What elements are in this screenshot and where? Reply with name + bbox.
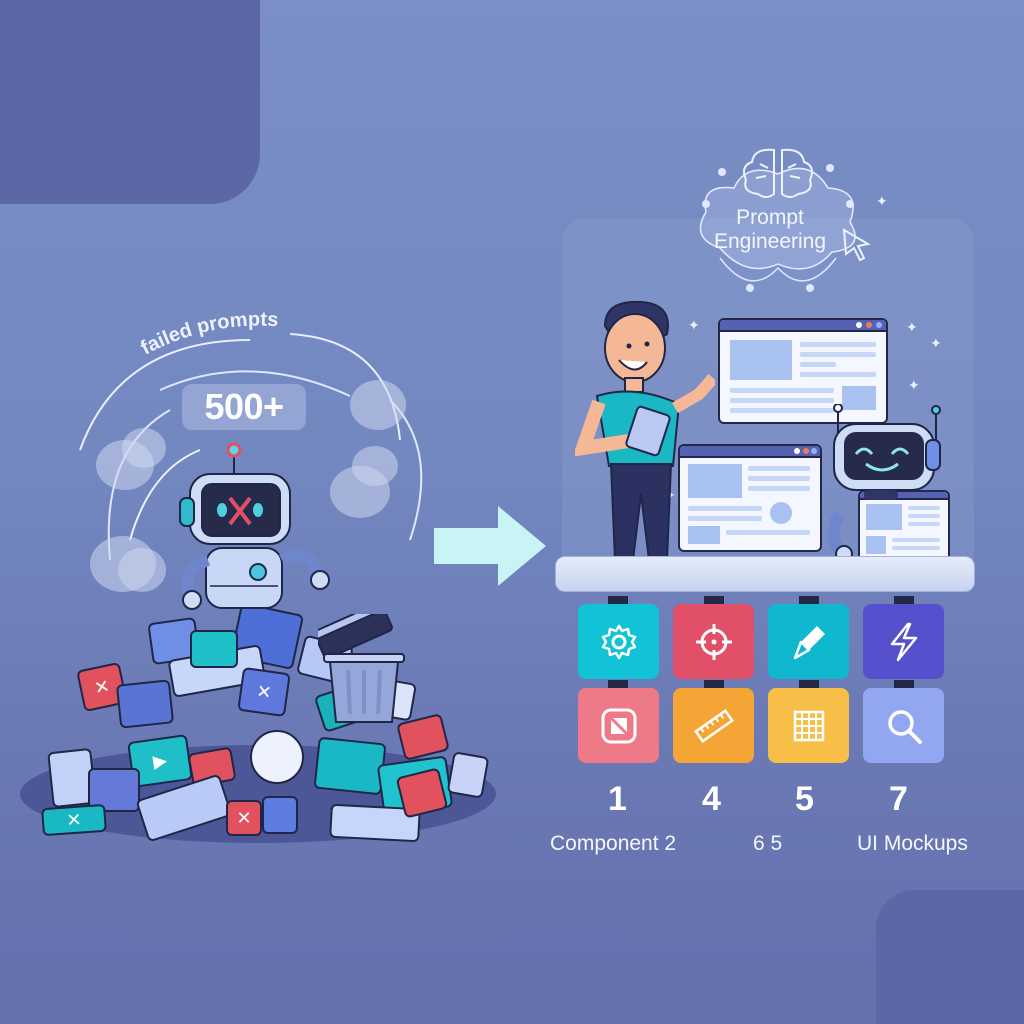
pen-icon (793, 625, 825, 659)
tool-ruler[interactable] (673, 688, 754, 763)
grid-icon (793, 710, 824, 741)
svg-text:failed prompts: failed prompts (137, 309, 279, 360)
sparkle-icon: ✦ (906, 319, 918, 335)
pile-tile: ✕ (237, 666, 291, 718)
lightning-icon (890, 622, 917, 661)
tool-grid[interactable] (768, 688, 849, 763)
tool-crop[interactable] (578, 688, 659, 763)
smoke-cloud (122, 428, 166, 468)
tool-grid (578, 596, 944, 774)
sparkle-icon: ✦ (908, 377, 920, 393)
tool-number: 1 (608, 780, 627, 818)
pile-tile (115, 679, 175, 729)
smoke-cloud (352, 446, 398, 486)
crop-frame-icon (601, 708, 636, 743)
tool-gear[interactable] (578, 604, 659, 679)
tool-number: 5 (795, 780, 814, 818)
tool-number: 7 (889, 780, 908, 818)
pile-tile (190, 630, 238, 668)
failed-robot (179, 442, 330, 610)
prompt-engineering-label: Prompt Engineering (690, 206, 850, 254)
tool-number: 4 (702, 780, 721, 818)
prompt-engineering-line2: Engineering (713, 230, 827, 253)
failed-prompt-pile: ✕ ✕ ▶ ✕ ✕ (30, 600, 500, 843)
prompt-engineering-line1: Prompt (736, 206, 804, 229)
pile-tile (446, 751, 490, 799)
tool-target[interactable] (673, 604, 754, 679)
smoke-cloud (118, 548, 166, 592)
person-illustration (575, 300, 715, 570)
cursor-arrow-icon (842, 228, 871, 262)
crosshair-icon (695, 623, 732, 660)
tool-pen[interactable] (768, 604, 849, 679)
trash-can-icon (318, 614, 405, 723)
tool-search[interactable] (863, 688, 944, 763)
tool-caption: UI Mockups (857, 832, 968, 855)
failed-prompts-label: failed prompts failed prompts (137, 309, 340, 360)
pile-tile (250, 730, 304, 784)
corner-block-bottom-right (876, 890, 1024, 1024)
happy-robot (827, 404, 941, 563)
tool-caption: Component 2 (550, 832, 677, 855)
search-icon (887, 709, 922, 744)
sparkle-icon: ✦ (930, 335, 942, 351)
arrow-right-icon (434, 506, 546, 586)
mockup-window-large (718, 318, 888, 424)
display-platform (555, 556, 975, 592)
sparkle-icon: ✦ (688, 317, 700, 333)
mockup-window-medium (678, 444, 822, 552)
gear-icon (601, 624, 636, 659)
tool-caption: 6 5 (753, 832, 783, 855)
tool-lightning[interactable] (863, 604, 944, 679)
smoke-cloud (350, 380, 406, 430)
pile-tile (262, 796, 298, 834)
pile-tile: ✕ (41, 803, 107, 837)
sparkle-icon: ✦ (876, 193, 888, 209)
failed-count-badge: 500+ (182, 384, 306, 430)
corner-block-top-left (0, 0, 260, 204)
pile-tile: ✕ (226, 800, 262, 836)
brain-icon (743, 148, 813, 198)
brain-cloud-icon (699, 148, 856, 292)
ruler-icon (693, 708, 734, 743)
x-mark-icon (228, 496, 252, 526)
pile-tile (313, 736, 387, 796)
